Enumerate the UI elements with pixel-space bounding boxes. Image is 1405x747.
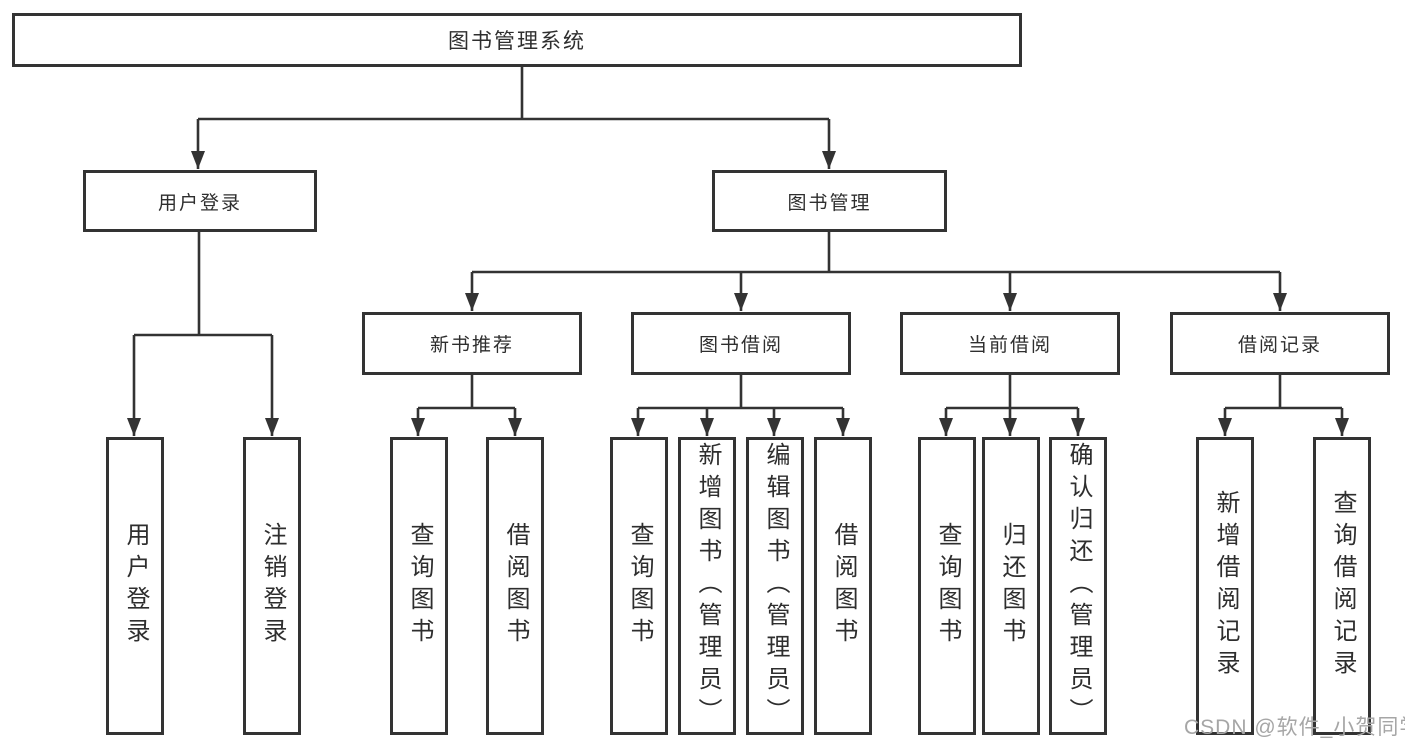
leaf-add-book-admin: 新增图书（管理员）	[678, 437, 736, 735]
leaf-add-borrow-record: 新增借阅记录	[1196, 437, 1254, 735]
node-new-book-recommendation: 新书推荐	[362, 312, 582, 375]
node-book-management-branch: 图书管理	[712, 170, 947, 232]
leaf-query-books-borrowing: 查询图书	[610, 437, 668, 735]
node-current-borrowing: 当前借阅	[900, 312, 1120, 375]
leaf-logout: 注销登录	[243, 437, 301, 735]
node-book-borrowing: 图书借阅	[631, 312, 851, 375]
leaf-query-borrow-record: 查询借阅记录	[1313, 437, 1371, 735]
node-borrowing-records: 借阅记录	[1170, 312, 1390, 375]
leaf-return-books: 归还图书	[982, 437, 1040, 735]
leaf-query-books-recommend: 查询图书	[390, 437, 448, 735]
csdn-watermark: CSDN @软件_小贺同学	[1184, 716, 1405, 739]
leaf-edit-book-admin: 编辑图书（管理员）	[746, 437, 804, 735]
node-library-management-system: 图书管理系统	[12, 13, 1022, 67]
leaf-query-books-current: 查询图书	[918, 437, 976, 735]
leaf-borrow-books: 借阅图书	[814, 437, 872, 735]
leaf-confirm-return-admin: 确认归还（管理员）	[1049, 437, 1107, 735]
connector-skeleton	[134, 67, 1342, 410]
leaf-user-login: 用户登录	[106, 437, 164, 735]
leaf-borrow-books-recommend: 借阅图书	[486, 437, 544, 735]
node-user-login-branch: 用户登录	[83, 170, 317, 232]
